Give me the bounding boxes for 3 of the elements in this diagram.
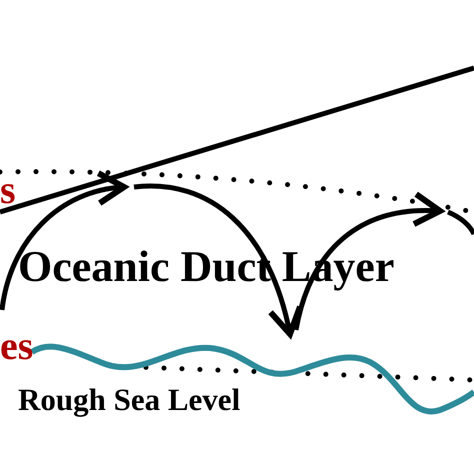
region-label: es [0, 326, 34, 366]
sea-level-label: Rough Sea Level [18, 384, 240, 415]
region-label: s [0, 170, 16, 210]
